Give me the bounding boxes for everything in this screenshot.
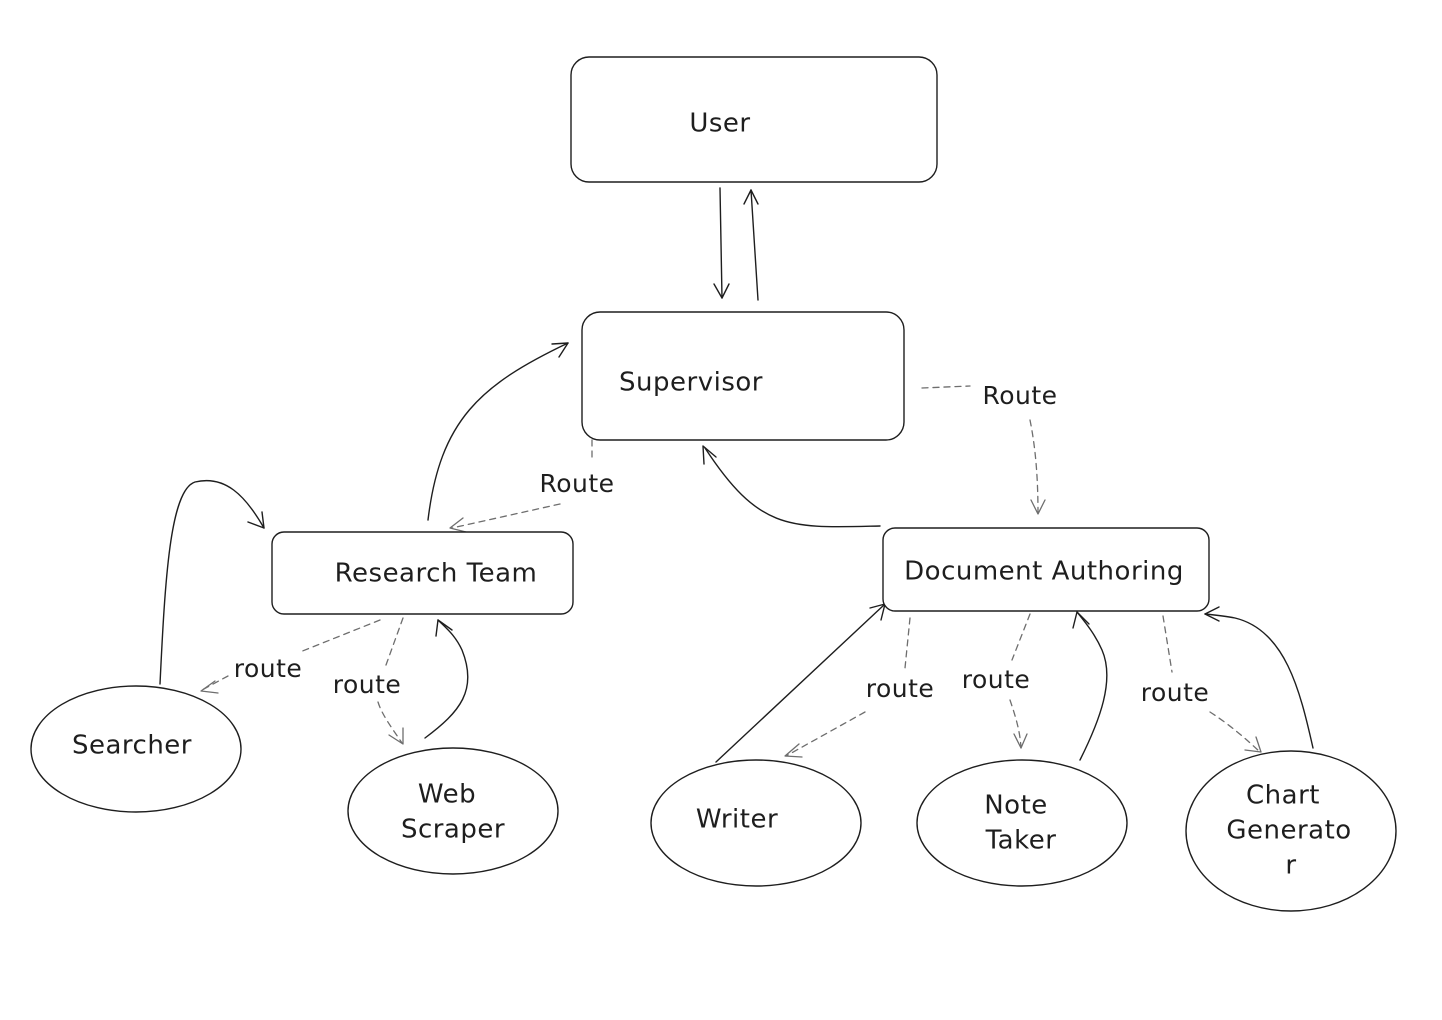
arrowhead-route-document-to-notetaker xyxy=(1013,733,1028,749)
edge-label-document-to-writer: route xyxy=(866,674,935,703)
edge-route-document-to-writer xyxy=(785,617,911,757)
edge-label-document-to-notetaker: route xyxy=(962,665,1031,694)
node-research-team-label: Research Team xyxy=(335,559,538,589)
edge-label-research-to-webscraper: route xyxy=(333,670,402,699)
edge-webscraper-to-research xyxy=(424,619,469,739)
node-note-taker-shape xyxy=(916,759,1128,887)
arrowhead-research-to-supervisor xyxy=(551,342,569,358)
edge-notetaker-to-document xyxy=(1076,611,1108,761)
edge-user-to-supervisor xyxy=(719,187,723,299)
edge-route-supervisor-to-document xyxy=(921,385,1039,515)
edge-label-supervisor-to-document: Route xyxy=(982,381,1057,410)
node-chart-generator-label-line-3: r xyxy=(1285,851,1296,881)
edge-label-supervisor-to-research: Route xyxy=(539,469,614,498)
node-document-authoring[interactable]: Document Authoring xyxy=(882,527,1210,612)
node-web-scraper-label-line-2: Scraper xyxy=(401,815,505,845)
arrowhead-chartgen-to-document xyxy=(1204,606,1220,622)
node-supervisor-label: Supervisor xyxy=(619,368,763,398)
node-note-taker-label-line-1: Note xyxy=(984,791,1048,821)
node-user[interactable]: User xyxy=(570,56,938,183)
arrowhead-route-supervisor-to-research xyxy=(449,517,467,533)
edge-chartgen-to-document xyxy=(1204,613,1314,749)
node-web-scraper[interactable]: Web Scraper xyxy=(347,747,559,875)
edge-research-to-supervisor xyxy=(427,342,569,521)
arrowhead-route-document-to-chartgen xyxy=(1244,736,1262,753)
edge-supervisor-to-user xyxy=(750,189,759,301)
node-research-team-box xyxy=(271,531,574,615)
arrowhead-notetaker-to-document xyxy=(1072,611,1090,629)
edge-writer-to-document xyxy=(715,603,886,763)
edge-document-to-supervisor xyxy=(704,447,881,528)
node-writer-label: Writer xyxy=(696,805,778,835)
node-note-taker[interactable]: Note Taker xyxy=(916,759,1128,887)
node-searcher[interactable]: Searcher xyxy=(30,685,242,813)
arrowhead-route-research-to-searcher xyxy=(200,680,219,694)
node-note-taker-label-line-2: Taker xyxy=(985,826,1057,856)
node-searcher-label: Searcher xyxy=(72,731,192,761)
arrowhead-route-supervisor-to-document xyxy=(1030,499,1046,515)
edge-route-document-to-chartgen xyxy=(1162,615,1261,753)
node-chart-generator[interactable]: Chart Generato r xyxy=(1185,750,1397,912)
edge-route-document-to-notetaker xyxy=(1009,613,1031,749)
edge-route-research-to-webscraper xyxy=(377,617,404,744)
arrowhead-searcher-to-research xyxy=(247,511,265,529)
node-research-team[interactable]: Research Team xyxy=(271,531,574,615)
edge-searcher-to-research xyxy=(159,479,265,685)
node-user-label: User xyxy=(689,109,750,139)
arrowhead-webscraper-to-research xyxy=(435,619,453,637)
arrowhead-route-document-to-writer xyxy=(784,743,803,758)
node-searcher-shape xyxy=(30,685,242,813)
node-supervisor-box xyxy=(581,311,905,441)
node-document-authoring-label: Document Authoring xyxy=(904,557,1184,587)
arrowhead-user-to-supervisor xyxy=(713,283,730,299)
edge-route-supervisor-to-research xyxy=(451,439,593,529)
arrowhead-supervisor-to-user xyxy=(743,189,759,205)
edge-label-document-to-chartgen: route xyxy=(1141,678,1210,707)
node-writer-shape xyxy=(650,759,862,887)
edge-label-research-to-searcher: route xyxy=(234,654,303,683)
node-user-box xyxy=(570,56,938,183)
arrowhead-document-to-supervisor xyxy=(702,445,717,465)
node-chart-generator-label-line-2: Generato xyxy=(1226,816,1351,846)
node-chart-generator-shape xyxy=(1185,750,1397,912)
node-chart-generator-label-line-1: Chart xyxy=(1246,781,1320,811)
arrowhead-route-research-to-webscraper xyxy=(388,727,404,745)
node-web-scraper-shape xyxy=(347,747,559,875)
node-supervisor[interactable]: Supervisor xyxy=(581,311,905,441)
node-writer[interactable]: Writer xyxy=(650,759,862,887)
node-document-authoring-box xyxy=(882,527,1210,612)
node-web-scraper-label-line-1: Web xyxy=(418,780,476,810)
